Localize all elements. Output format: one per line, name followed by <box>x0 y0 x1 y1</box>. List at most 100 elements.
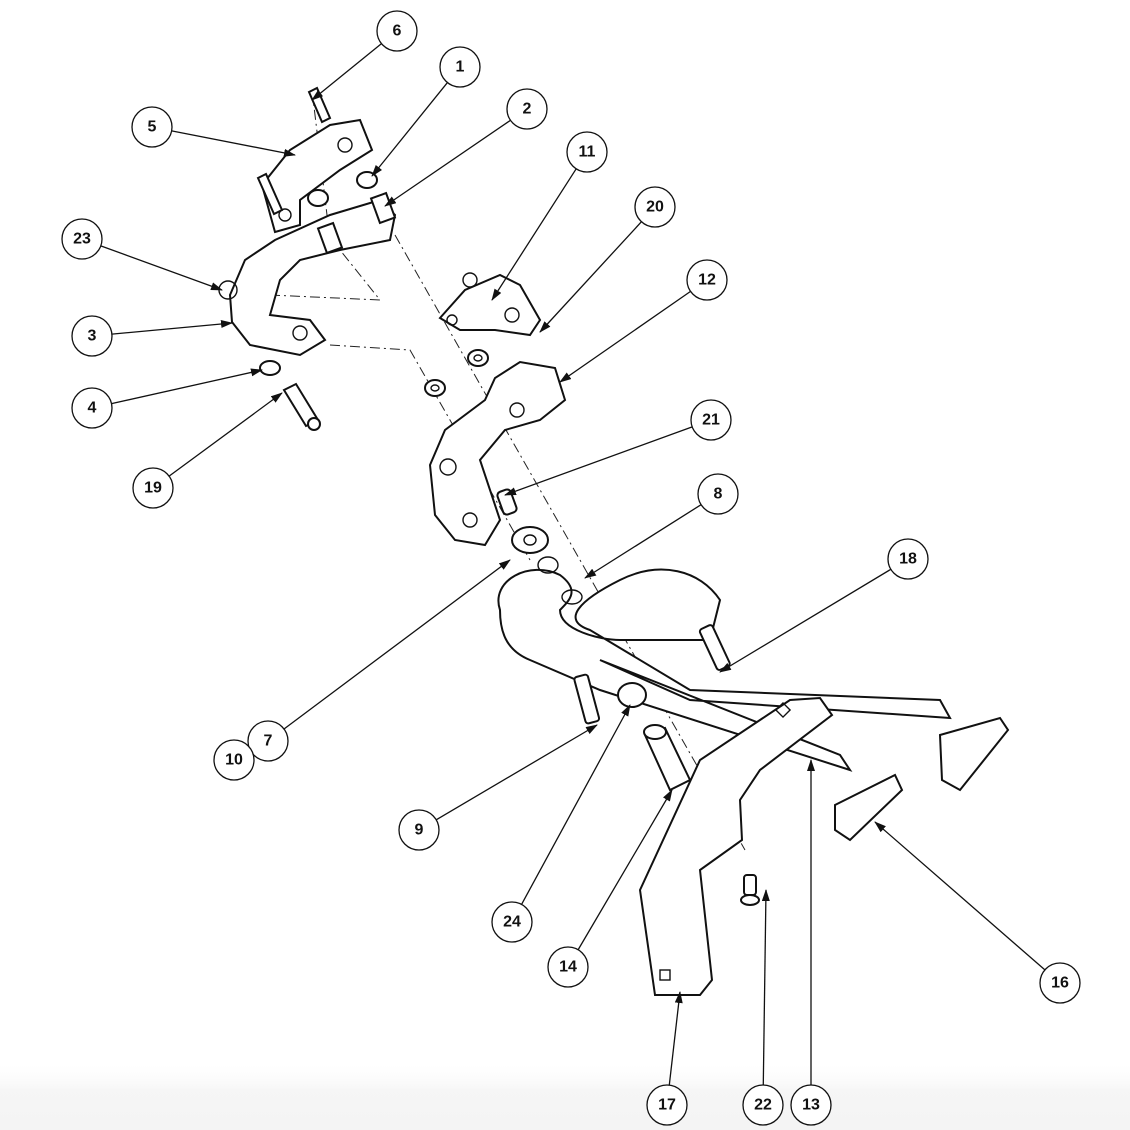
callout-label: 20 <box>646 199 664 216</box>
washers <box>424 349 489 397</box>
leader-line <box>719 568 892 673</box>
callout-label: 14 <box>559 959 577 976</box>
leader-line <box>111 320 233 335</box>
callout-label: 10 <box>225 752 243 769</box>
leader-line <box>491 168 577 301</box>
leader-line <box>168 392 283 477</box>
callout-bubble <box>132 467 174 509</box>
part-7-washer <box>511 526 549 554</box>
part-12-mount <box>428 360 567 547</box>
callout-label: 19 <box>144 480 162 497</box>
callout-bubble <box>547 946 589 988</box>
callout-bubble <box>506 88 548 130</box>
callout-label: 18 <box>899 551 917 568</box>
part-22-rivet <box>740 874 760 906</box>
part-3-arm <box>218 171 397 357</box>
leader-line <box>584 504 702 579</box>
callout-14: 14 <box>547 789 673 988</box>
callout-bubble <box>790 1084 832 1126</box>
callout-bubble <box>71 315 113 357</box>
callout-label: 16 <box>1051 975 1069 992</box>
callout-19: 19 <box>132 392 283 509</box>
leader-line <box>311 43 382 101</box>
part-4-washer <box>259 360 281 376</box>
callout-label: 11 <box>579 144 596 161</box>
callout-label: 5 <box>148 119 157 136</box>
callout-label: 9 <box>415 822 424 839</box>
callout-label: 13 <box>802 1097 820 1114</box>
callout-bubble <box>634 186 676 228</box>
callout-22: 22 <box>742 889 784 1126</box>
leader-line <box>504 426 693 496</box>
callout-label: 17 <box>658 1097 676 1114</box>
leader-line <box>283 559 511 730</box>
bottom-fade <box>0 1060 1130 1130</box>
leader-line <box>539 221 642 333</box>
callout-6: 6 <box>311 10 418 101</box>
callout-label: 23 <box>73 231 91 248</box>
callout-12: 12 <box>559 259 728 383</box>
leader-line <box>435 724 598 821</box>
callout-bubble <box>376 10 418 52</box>
callout-bubble <box>690 399 732 441</box>
callout-bubble <box>742 1084 784 1126</box>
callout-1: 1 <box>371 46 481 177</box>
callout-13: 13 <box>790 759 832 1126</box>
part-18-bolt <box>698 624 731 671</box>
callout-3: 3 <box>71 315 233 357</box>
callout-bubble <box>697 473 739 515</box>
callout-9: 9 <box>398 724 598 851</box>
callout-10: 10 <box>213 739 255 781</box>
part-11-clamp <box>438 272 542 337</box>
callout-bubble <box>491 901 533 943</box>
callout-7: 7 <box>247 559 511 762</box>
callout-bubble <box>71 387 113 429</box>
part-16-caps <box>834 716 1010 842</box>
leader-line <box>111 368 263 405</box>
leader-line <box>100 245 223 291</box>
leader-line <box>874 821 1046 971</box>
callout-label: 7 <box>264 733 273 750</box>
callout-23: 23 <box>61 218 223 291</box>
callout-17: 17 <box>646 991 688 1126</box>
callout-bubble <box>213 739 255 781</box>
callout-bubble <box>439 46 481 88</box>
part-24-spacer <box>617 682 647 708</box>
callout-16: 16 <box>874 821 1081 1004</box>
callout-label: 4 <box>88 400 97 417</box>
callout-label: 3 <box>88 328 97 345</box>
callout-bubble <box>1039 962 1081 1004</box>
callout-label: 6 <box>393 23 402 40</box>
callout-bubble <box>398 809 440 851</box>
part-21-screw <box>496 488 518 516</box>
callout-5: 5 <box>131 106 296 157</box>
callout-2: 2 <box>384 88 548 207</box>
leader-line <box>520 704 631 905</box>
callout-label: 12 <box>698 272 716 289</box>
callout-label: 8 <box>714 486 723 503</box>
part-5-bracket <box>256 86 374 234</box>
callout-bubble <box>131 106 173 148</box>
callout-bubble <box>887 538 929 580</box>
callout-bubble <box>686 259 728 301</box>
part-8-frame <box>497 556 952 772</box>
part-19-pin <box>282 382 321 431</box>
callout-label: 2 <box>523 101 532 118</box>
leader-line <box>384 119 511 207</box>
callout-bubble <box>646 1084 688 1126</box>
callout-8: 8 <box>584 473 739 579</box>
leader-line <box>559 290 691 383</box>
callout-20: 20 <box>539 186 676 333</box>
callout-11: 11 <box>491 131 608 301</box>
callout-label: 22 <box>754 1097 772 1114</box>
callout-label: 24 <box>503 914 521 931</box>
callout-label: 1 <box>456 59 465 76</box>
callout-bubble <box>566 131 608 173</box>
part-14-standoff <box>643 724 692 792</box>
leader-line <box>761 889 770 1086</box>
callout-24: 24 <box>491 704 631 943</box>
leader-line <box>371 82 448 177</box>
